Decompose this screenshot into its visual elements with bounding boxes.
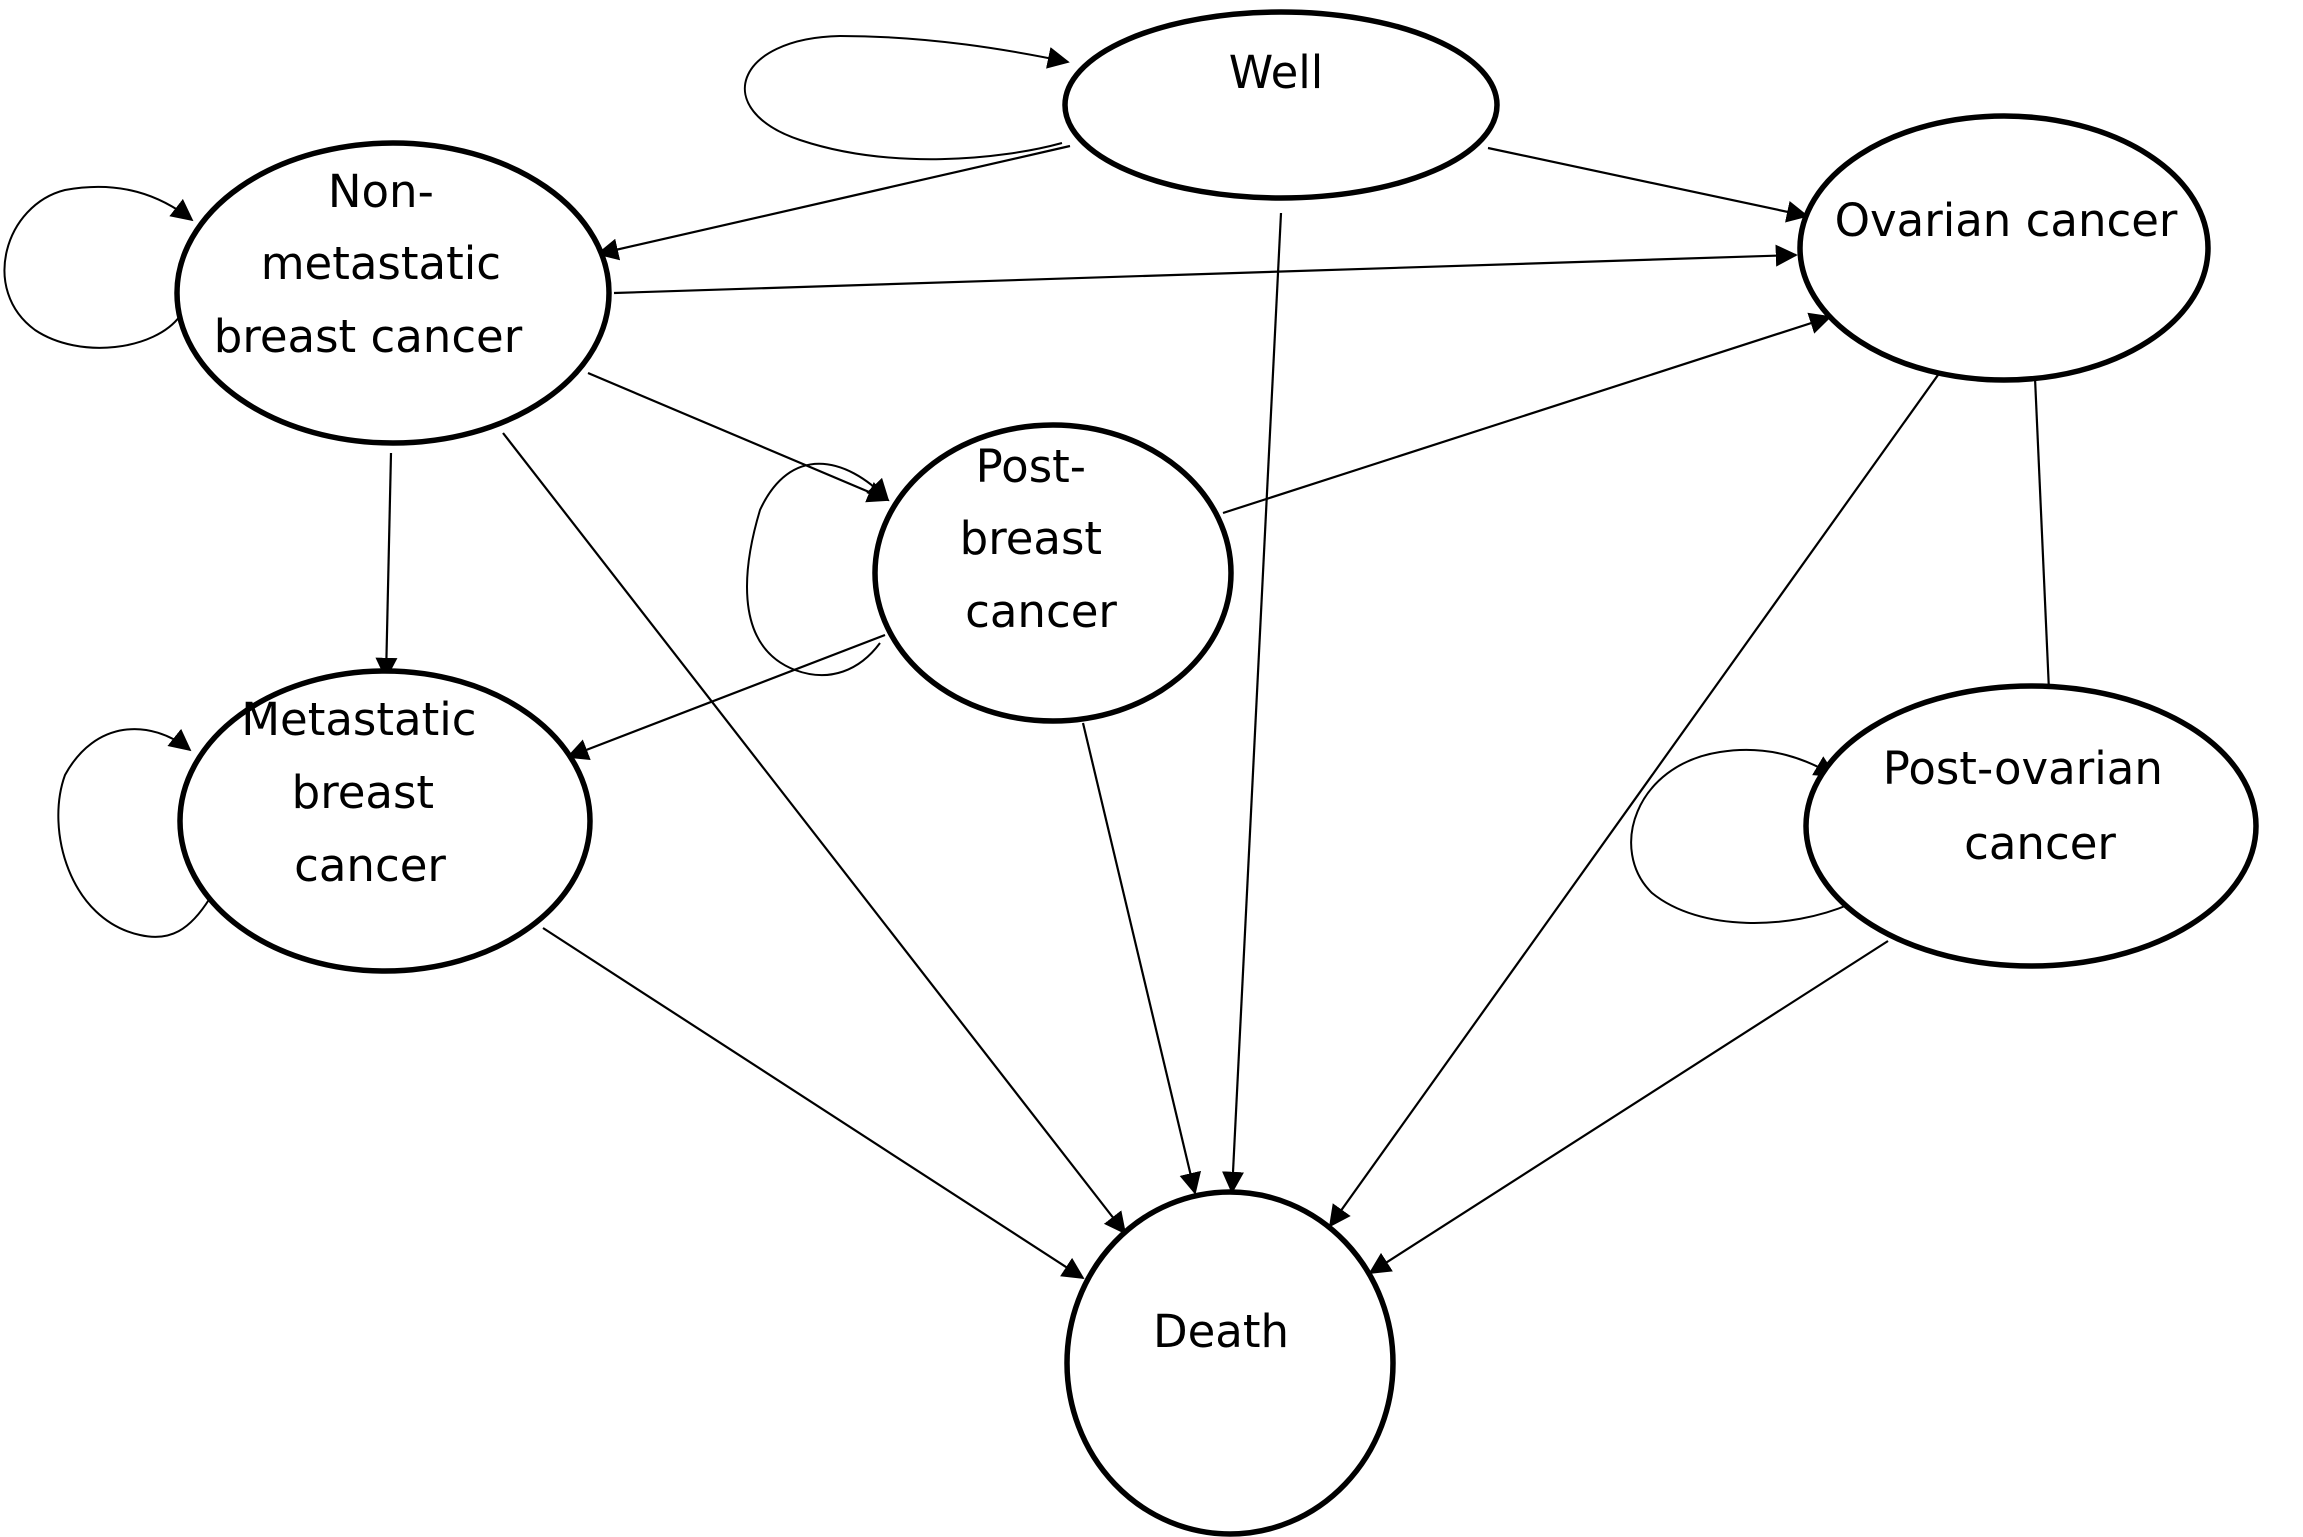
state-death-label: Death [1153, 1305, 1289, 1358]
edge-metastatic-to-death [542, 927, 1085, 1279]
edge-non-metastatic-to-ovarian [613, 244, 1798, 295]
self-loop-non-metastatic [3, 185, 194, 349]
edge-non-metastatic-to-death [502, 432, 1127, 1235]
state-post-ovarian-cancer-label: Post-ovarian cancer [1883, 742, 2177, 870]
edge-non-metastatic-to-metastatic [375, 452, 398, 680]
state-post-breast-cancer: Post- breast cancer [872, 422, 1234, 724]
self-loop-well [743, 34, 1070, 161]
state-post-breast-cancer-label: Post- breast cancer [960, 440, 1118, 638]
state-post-ovarian-cancer: Post-ovarian cancer [1803, 683, 2259, 969]
state-well: Well [1062, 9, 1500, 201]
state-metastatic-breast-cancer: Metastatic breast cancer [177, 668, 593, 974]
self-loop-post-ovarian [1630, 748, 1851, 924]
state-ovarian-cancer: Ovarian cancer [1797, 113, 2211, 383]
edge-non-metastatic-to-post-breast [587, 371, 890, 503]
state-ovarian-cancer-label: Ovarian cancer [1835, 194, 2178, 247]
edge-well-to-non-metastatic [596, 144, 1071, 261]
state-metastatic-breast-cancer-label: Metastatic breast cancer [241, 693, 491, 892]
self-loop-post-breast [746, 462, 890, 677]
edge-ovarian-to-death [1328, 367, 1944, 1228]
state-non-metastatic-breast-cancer: Non- metastatic breast cancer [174, 140, 612, 446]
state-non-metastatic-breast-cancer-label: Non- metastatic breast cancer [214, 165, 523, 363]
edge-well-to-death [1222, 212, 1283, 1194]
edge-post-breast-to-ovarian [1222, 312, 1832, 515]
state-death: Death [1064, 1189, 1396, 1537]
self-loop-metastatic [57, 728, 211, 938]
edge-post-ovarian-to-death [1368, 940, 1889, 1274]
state-well-label: Well [1229, 46, 1324, 99]
edge-well-to-ovarian [1487, 146, 1809, 223]
edge-post-breast-to-metastatic [566, 633, 886, 761]
edge-ovarian-to-post-ovarian [2033, 377, 2061, 715]
edge-post-breast-to-death [1081, 722, 1202, 1195]
